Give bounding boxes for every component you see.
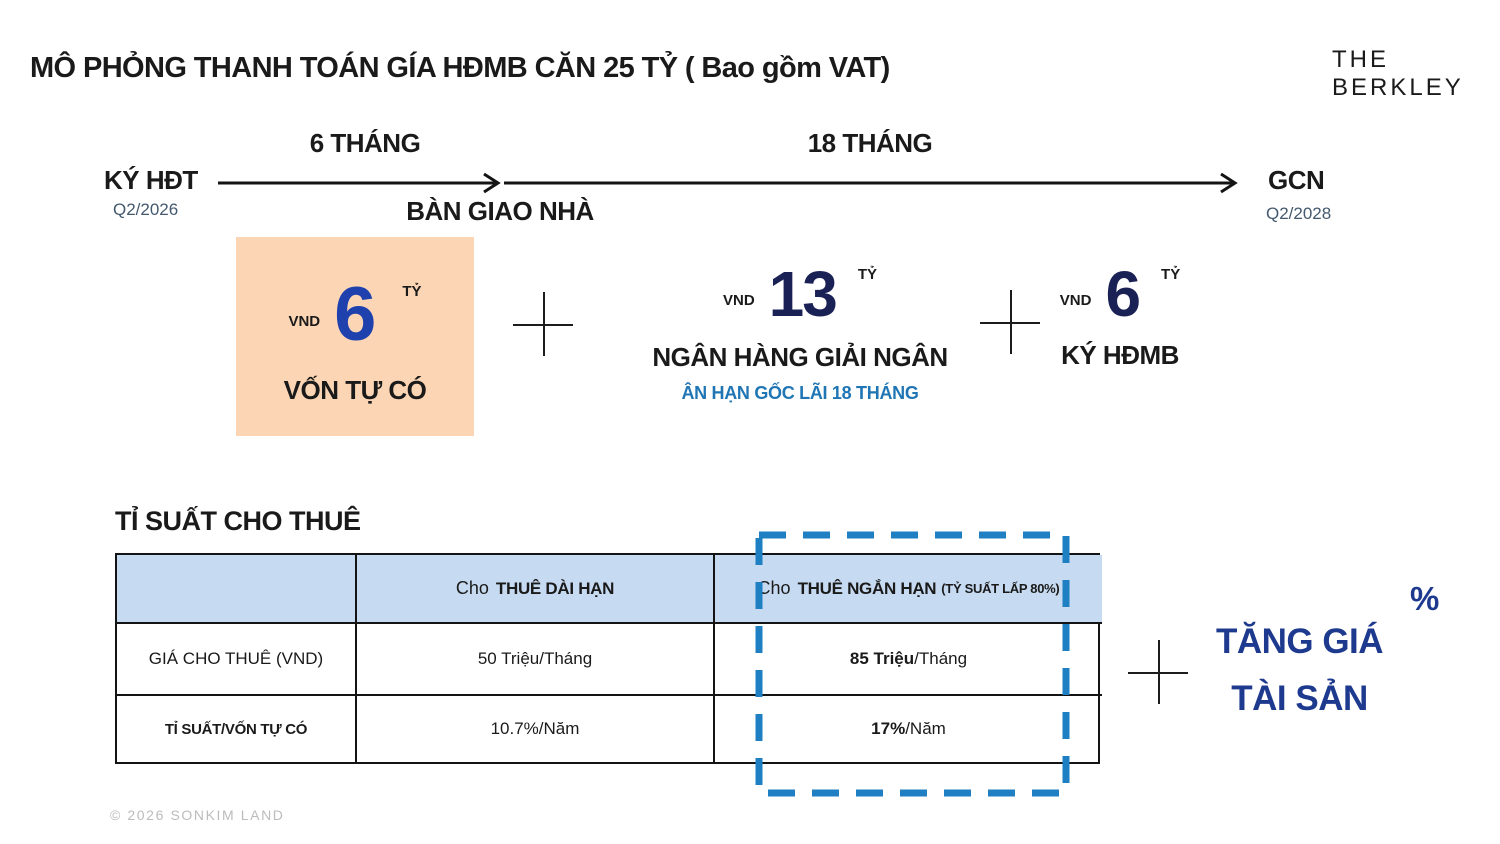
rental-section-heading: TỈ SUẤT CHO THUÊ xyxy=(115,506,361,536)
logo-line-2: BERKLEY xyxy=(1332,73,1464,101)
unit-label: TỶ xyxy=(402,282,422,300)
header-occupancy-note: (TỶ SUẤT LẤP 80%) xyxy=(941,581,1060,596)
timeline-segment2-duration: 18 THÁNG xyxy=(807,128,933,158)
short-term-yield-bold: 17% xyxy=(871,719,906,738)
header-short-term-bold: THUÊ NGẮN HẠN xyxy=(797,578,937,598)
header-long-term-bold: THUÊ DÀI HẠN xyxy=(495,578,615,598)
plus-icon xyxy=(980,290,1040,354)
grace-period-note: ÂN HẠN GỐC LÃI 18 THÁNG xyxy=(681,383,919,403)
short-term-price-rest: /Tháng xyxy=(914,649,968,668)
rental-table-header-short-term: Cho THUÊ NGẮN HẠN (TỶ SUẤT LẤP 80%) xyxy=(715,555,1102,624)
currency-label: VND xyxy=(1059,291,1092,309)
currency-label: VND xyxy=(722,291,755,309)
page-title: MÔ PHỎNG THANH TOÁN GÍA HĐMB CĂN 25 TỶ (… xyxy=(30,52,890,84)
yield-short-term: 17% /Năm xyxy=(715,696,1102,762)
rental-table-header-long-term: Cho THUÊ DÀI HẠN xyxy=(357,555,715,624)
header-prefix: Cho xyxy=(455,578,489,598)
timeline-end-date: Q2/2028 xyxy=(1266,204,1332,223)
bank-value: 13 xyxy=(768,258,838,330)
timeline-handover-label: BÀN GIAO NHÀ xyxy=(406,196,594,226)
short-term-price-bold: 85 Triệu xyxy=(849,649,915,668)
yield-long-term: 10.7%/Năm xyxy=(357,696,715,762)
plus-icon xyxy=(1128,640,1188,704)
payment-block-sign-spa: VND 6 TỶ KÝ HĐMB xyxy=(1030,262,1210,371)
unit-label: TỶ xyxy=(857,265,878,283)
timeline-segment1-duration: 6 THÁNG xyxy=(309,128,421,158)
rental-yield-table: Cho THUÊ DÀI HẠN Cho THUÊ NGẮN HẠN (TỶ S… xyxy=(115,553,1102,764)
yield-row-label: TỈ SUẤT/VỐN TỰ CÓ xyxy=(117,696,357,762)
appreciation-line-2: TÀI SẢN xyxy=(1231,678,1368,718)
payment-block-own-capital: VND 6 TỶ VỐN TỰ CÓ xyxy=(236,237,474,436)
header-prefix: Cho xyxy=(757,578,791,598)
currency-label: VND xyxy=(288,312,321,330)
timeline-arrow-segment1 xyxy=(218,172,501,194)
rental-table-corner-cell xyxy=(117,555,357,624)
bank-label: NGÂN HÀNG GIẢI NGÂN xyxy=(652,342,948,372)
spa-label: KÝ HĐMB xyxy=(1061,340,1179,370)
spa-value: 6 xyxy=(1105,258,1141,330)
the-berkley-logo: THE BERKLEY xyxy=(1332,46,1464,101)
timeline-start-date: Q2/2026 xyxy=(113,200,179,219)
short-term-yield-rest: /Năm xyxy=(905,719,946,738)
timeline-arrow-segment2 xyxy=(504,172,1238,194)
unit-label: TỶ xyxy=(1161,265,1181,283)
payment-block-bank-disbursement: VND 13 TỶ NGÂN HÀNG GIẢI NGÂN ÂN HẠN GỐC… xyxy=(640,262,960,404)
rental-price-row-label: GIÁ CHO THUÊ (VND) xyxy=(117,624,357,696)
plus-icon xyxy=(513,292,573,356)
timeline-end-label: GCN xyxy=(1268,165,1325,195)
appreciation-line-1: TĂNG GIÁ xyxy=(1215,622,1384,661)
logo-line-1: THE xyxy=(1332,46,1389,73)
timeline-start-label: KÝ HĐT xyxy=(104,165,198,195)
spa-amount: VND 6 TỶ xyxy=(1030,262,1210,326)
own-capital-value: 6 xyxy=(334,272,376,357)
own-capital-amount: VND 6 TỶ xyxy=(236,277,474,353)
own-capital-label: VỐN TỰ CÓ xyxy=(283,375,427,405)
percent-symbol: % xyxy=(1410,580,1440,617)
rental-price-long-term: 50 Triệu/Tháng xyxy=(357,624,715,696)
rental-price-short-term: 85 Triệu /Tháng xyxy=(715,624,1102,696)
asset-appreciation-label: TĂNG GIÁ TÀI SẢN xyxy=(1192,614,1407,727)
copyright-footer: © 2026 SONKIM LAND xyxy=(110,807,285,823)
bank-amount: VND 13 TỶ xyxy=(640,262,960,326)
